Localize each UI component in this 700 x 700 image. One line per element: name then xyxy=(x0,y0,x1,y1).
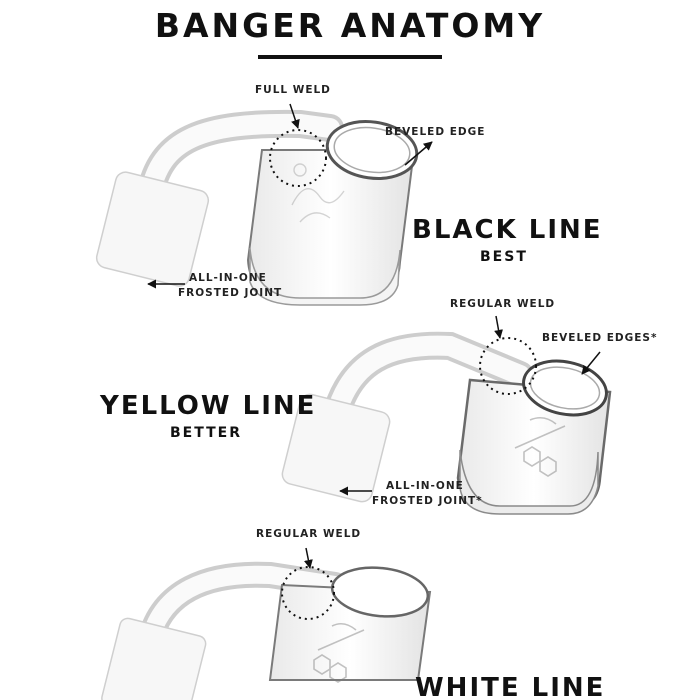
callout-joint-line1: ALL-IN-ONE xyxy=(386,480,464,492)
black-line-name: BLACK LINE xyxy=(412,215,603,245)
etched-logo xyxy=(291,163,345,223)
callout-regular-weld: REGULAR WELD xyxy=(256,528,362,540)
banger-yellow-line xyxy=(281,315,612,515)
frosted-joint xyxy=(95,171,210,287)
callout-joint-line2: FROSTED JOINT xyxy=(178,287,283,299)
weld-leader xyxy=(494,315,503,339)
weld-leader xyxy=(289,103,300,129)
frosted-joint xyxy=(281,393,391,503)
etched-logo xyxy=(313,622,365,683)
callout-beveled-edge: BEVELED EDGE xyxy=(385,126,486,138)
weld-leader xyxy=(303,547,313,569)
etched-logo xyxy=(514,416,566,477)
callout-beveled-edges: BEVELED EDGES* xyxy=(542,332,658,344)
bucket-rim xyxy=(325,120,419,180)
yellow-line-grade: BETTER xyxy=(170,425,242,441)
weld-highlight xyxy=(479,337,537,395)
page-title: BANGER ANATOMY xyxy=(154,6,546,45)
edge-leader xyxy=(581,351,601,375)
title-underline xyxy=(258,55,442,59)
weld-highlight xyxy=(269,129,327,187)
callout-joint-line2: FROSTED JOINT* xyxy=(372,495,483,507)
black-line-grade: BEST xyxy=(480,249,528,265)
yellow-line-name: YELLOW LINE xyxy=(100,391,317,421)
callout-full-weld: FULL WELD xyxy=(255,84,331,96)
edge-leader xyxy=(404,141,433,166)
callout-regular-weld: REGULAR WELD xyxy=(450,298,556,310)
bucket-rim xyxy=(330,566,430,618)
white-line-name: WHITE LINE xyxy=(415,673,606,700)
callout-joint-line1: ALL-IN-ONE xyxy=(189,272,267,284)
banger-white-line xyxy=(101,547,432,700)
banger-black-line xyxy=(95,103,433,306)
frosted-joint xyxy=(101,617,207,700)
